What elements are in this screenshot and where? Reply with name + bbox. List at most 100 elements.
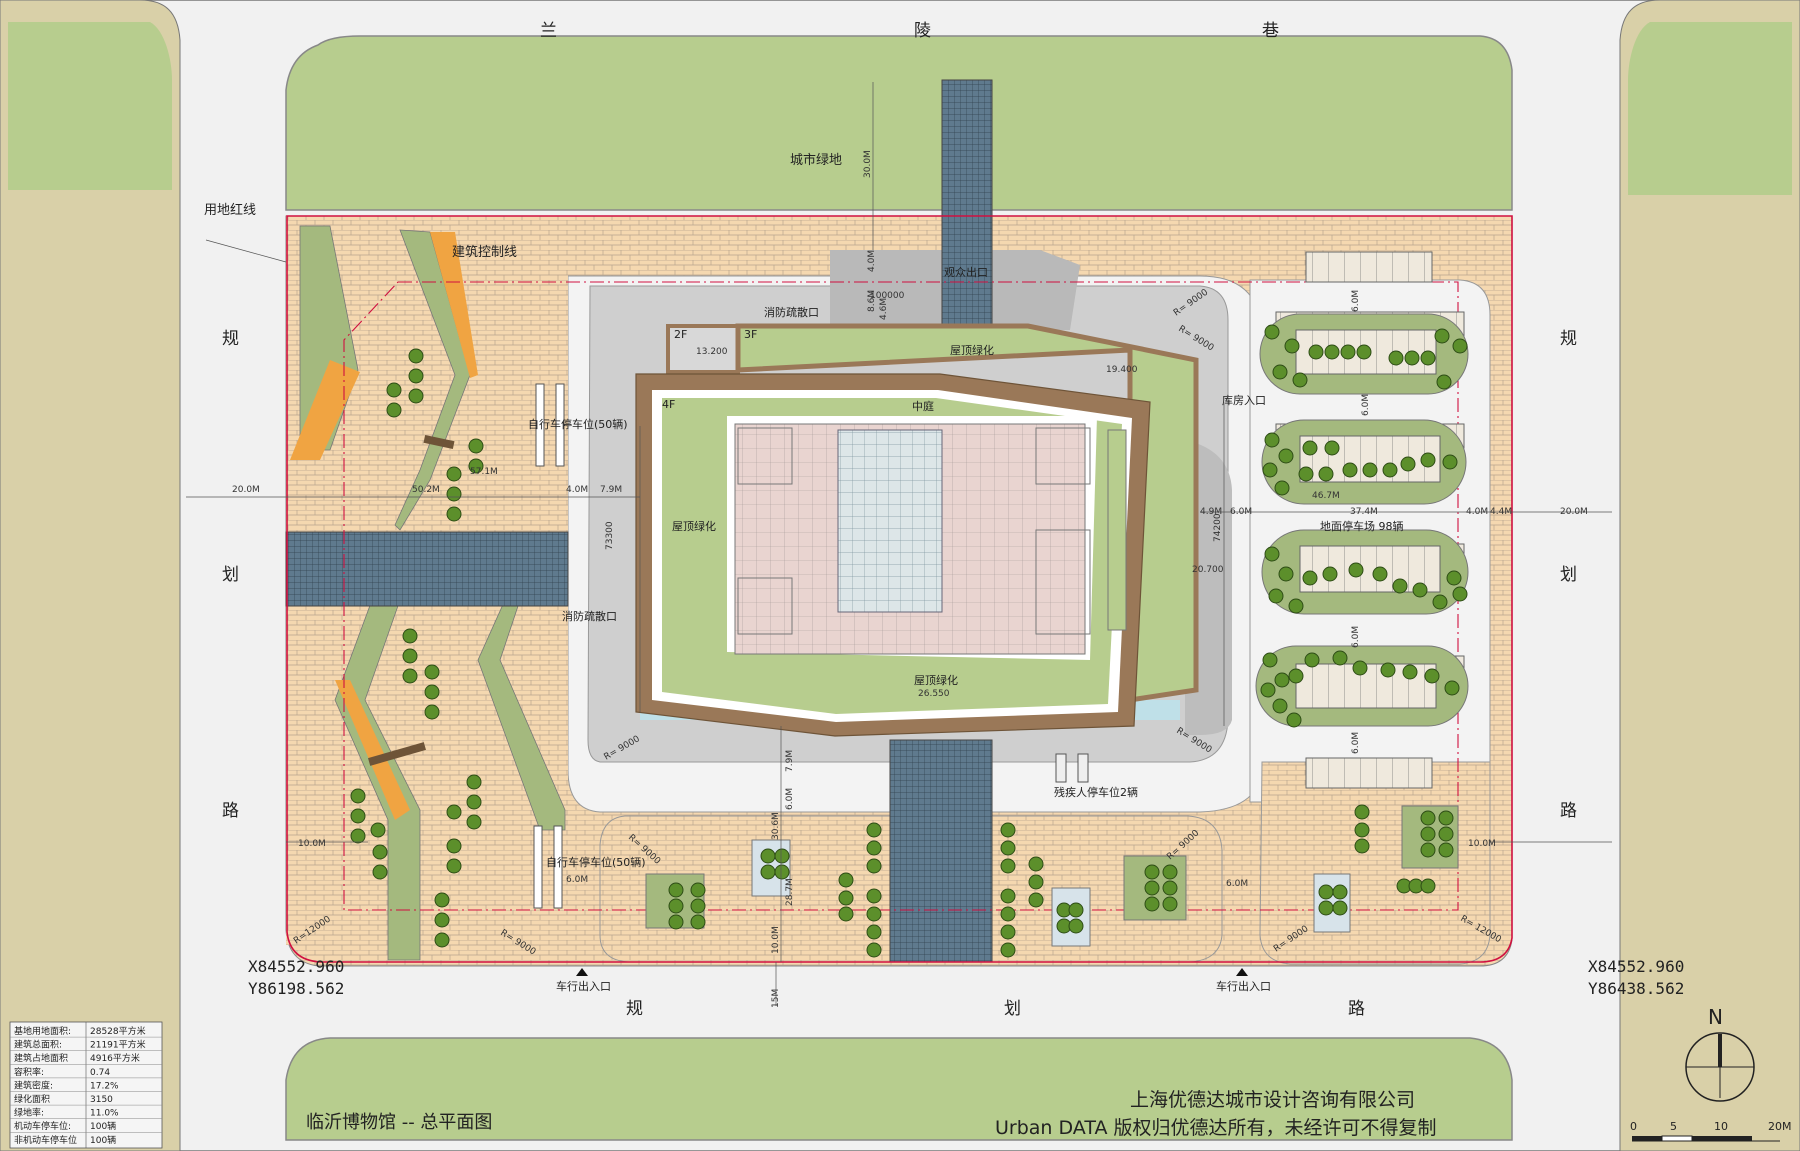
- court-box-1: [737, 427, 793, 485]
- vehicle-entrance-right-label: 车行出入口: [1216, 979, 1271, 993]
- tree: [370, 822, 386, 838]
- tree: [1274, 672, 1290, 688]
- tree: [402, 648, 418, 664]
- bike-parking-top-label: 自行车停车位(50辆): [528, 417, 628, 431]
- dim-28-7m: 28.7M: [785, 878, 795, 906]
- tree: [1302, 570, 1318, 586]
- dim-6m-p2: 6.0M: [1361, 394, 1371, 416]
- dim-15m: 15M: [771, 989, 781, 1008]
- road-bottom-3: 路: [1348, 999, 1365, 1019]
- orange-accent-2: [290, 360, 360, 460]
- stat-label: 建筑总面积:: [14, 1039, 62, 1051]
- tree: [690, 914, 706, 930]
- tree: [402, 668, 418, 684]
- tree: [1274, 480, 1290, 496]
- court-box-3: [737, 577, 793, 635]
- tree: [1362, 462, 1378, 478]
- tree: [866, 840, 882, 856]
- tree: [408, 388, 424, 404]
- tree: [866, 942, 882, 958]
- roof-green-left-label: 屋顶绿化: [672, 519, 716, 533]
- dim-6m-p3: 6.0M: [1351, 626, 1361, 648]
- tree: [1028, 856, 1044, 872]
- dim-30m: 30.0M: [863, 150, 873, 178]
- tree: [1348, 562, 1364, 578]
- tree: [446, 506, 462, 522]
- stat-value: 28528平方米: [90, 1025, 146, 1037]
- trees: [350, 324, 1468, 958]
- north-arrow: [1685, 1032, 1755, 1102]
- tree: [838, 906, 854, 922]
- tree: [1262, 652, 1278, 668]
- elev-20700: 20.700: [1192, 565, 1224, 575]
- build-control-line: [343, 281, 1459, 911]
- dim-73300: 73300: [605, 521, 615, 550]
- scale-0: 0: [1630, 1120, 1637, 1133]
- dim-4m-right: 4.0M: [1466, 507, 1488, 517]
- tree: [1162, 880, 1178, 896]
- tree: [1268, 588, 1284, 604]
- tree: [446, 804, 462, 820]
- glass-pad-2: [1051, 887, 1091, 947]
- tree: [424, 664, 440, 680]
- roof-green-top-label: 屋顶绿化: [950, 343, 994, 357]
- dim-30-6m: 30.6M: [771, 812, 781, 840]
- stat-label: 机动车停车位:: [14, 1120, 71, 1132]
- left-green-strip: [8, 22, 172, 190]
- roof-strip: [1107, 429, 1127, 631]
- tree: [1446, 570, 1462, 586]
- tree: [1000, 888, 1016, 904]
- scale-bar: [1632, 1135, 1780, 1142]
- tree: [466, 794, 482, 810]
- land-red-line-label: 用地红线: [204, 202, 256, 218]
- tree: [866, 888, 882, 904]
- tree: [1420, 350, 1436, 366]
- left-land: [0, 0, 181, 1151]
- tree: [1308, 344, 1324, 360]
- tree: [838, 872, 854, 888]
- dim-20m-right: 20.0M: [1560, 507, 1588, 517]
- dim-46-7m: 46.7M: [1312, 491, 1340, 501]
- tree: [1028, 874, 1044, 890]
- stat-label: 非机动车停车位: [14, 1134, 77, 1146]
- tree: [1162, 864, 1178, 880]
- tree: [1028, 892, 1044, 908]
- bike-rack-bottom: [533, 825, 563, 909]
- stat-label: 绿地率:: [14, 1107, 44, 1119]
- tree: [1332, 650, 1348, 666]
- tree: [866, 822, 882, 838]
- main-entrance-label: 观众出口: [944, 265, 988, 279]
- dim-50-2m: 50.2M: [412, 485, 440, 495]
- court-box-4: [1035, 529, 1091, 635]
- disabled-parking-1: [1055, 753, 1067, 783]
- tree: [1420, 826, 1436, 842]
- tree: [1000, 906, 1016, 922]
- courtyard-label: 中庭: [912, 399, 934, 413]
- bench-1: [423, 434, 455, 450]
- tree: [1424, 668, 1440, 684]
- stat-label: 建筑密度:: [14, 1079, 53, 1091]
- tree: [1332, 884, 1348, 900]
- dim-4-4m: 4.4M: [1490, 507, 1512, 517]
- tree: [1452, 338, 1468, 354]
- stat-label: 基地用地面积:: [14, 1025, 71, 1037]
- stat-label: 绿化面积: [14, 1093, 50, 1105]
- dim-6m-b: 6.0M: [785, 788, 795, 810]
- stat-value: 21191平方米: [90, 1039, 146, 1051]
- stat-label: 建筑占地面积: [14, 1052, 68, 1064]
- tree: [1278, 566, 1294, 582]
- vehicle-entrance-left-label: 车行出入口: [556, 979, 611, 993]
- tree: [1324, 440, 1340, 456]
- tree: [1434, 328, 1450, 344]
- road-right-3: 路: [1560, 801, 1577, 821]
- dim-6m-p4: 6.0M: [1351, 732, 1361, 754]
- road-left-2: 划: [222, 565, 239, 585]
- tree: [1436, 374, 1452, 390]
- tree: [434, 912, 450, 928]
- tree: [1000, 942, 1016, 958]
- city-green-area: [285, 35, 1513, 211]
- tree: [1262, 462, 1278, 478]
- tree: [1000, 924, 1016, 940]
